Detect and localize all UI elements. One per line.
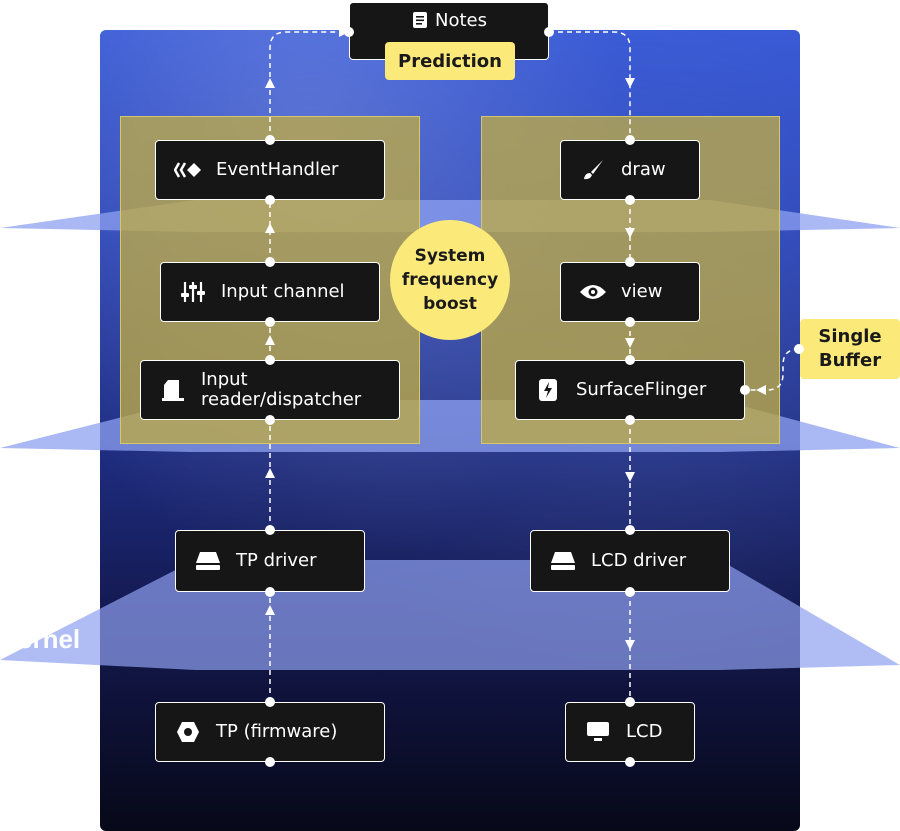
surface-flinger-label: SurfaceFlinger xyxy=(576,379,707,400)
arrow-up-3 xyxy=(265,335,275,345)
port-dot xyxy=(265,135,275,145)
input-channel-label: Input channel xyxy=(221,281,345,302)
framework-plane-label: K xyxy=(40,407,59,437)
port-dot xyxy=(740,385,750,395)
surface-flinger-node: SurfaceFlinger xyxy=(515,360,745,420)
lcd-driver-node: LCD driver xyxy=(530,530,730,592)
port-dot xyxy=(625,415,635,425)
tp-driver-label: TP driver xyxy=(236,550,317,571)
kernel-plane-label: ernel xyxy=(18,624,81,654)
single-buffer-label: Single Buffer xyxy=(818,326,882,371)
system-frequency-boost-badge: System frequency boost xyxy=(390,220,510,340)
wire-handler-notes xyxy=(269,31,349,140)
port-dot xyxy=(265,257,275,267)
lcd-label: LCD xyxy=(626,721,663,742)
driver-icon xyxy=(549,551,577,571)
port-dot xyxy=(265,415,275,425)
tp-firmware-node: TP (firmware) xyxy=(155,702,385,762)
tp-driver-node: TP driver xyxy=(175,530,365,592)
eye-icon xyxy=(579,283,607,301)
view-node: view xyxy=(560,262,700,322)
tp-firmware-label: TP (firmware) xyxy=(216,721,338,742)
port-dot xyxy=(265,355,275,365)
input-channel-node: Input channel xyxy=(160,262,380,322)
port-dot xyxy=(625,317,635,327)
wire-single-buffer xyxy=(745,348,800,391)
arrow-down-1 xyxy=(625,78,635,88)
arrow-down-4 xyxy=(625,472,635,482)
hex-nut-icon xyxy=(174,721,202,743)
port-dot xyxy=(265,587,275,597)
lcd-driver-label: LCD driver xyxy=(591,550,687,571)
port-dot xyxy=(625,257,635,267)
lightning-icon xyxy=(534,378,562,402)
port-dot xyxy=(625,757,635,767)
boost-label: System frequency boost xyxy=(401,246,499,314)
port-dot xyxy=(265,195,275,205)
notes-label: Notes xyxy=(435,10,487,31)
driver-icon xyxy=(194,551,222,571)
sliders-icon xyxy=(179,281,207,303)
input-reader-label: Input reader/dispatcher xyxy=(201,369,362,410)
port-dot xyxy=(625,525,635,535)
port-dot xyxy=(625,697,635,707)
port-dot xyxy=(344,27,354,37)
port-dot xyxy=(265,697,275,707)
port-dot xyxy=(625,195,635,205)
document-icon xyxy=(159,378,187,402)
view-label: view xyxy=(621,281,663,302)
port-dot xyxy=(265,757,275,767)
single-buffer-badge: Single Buffer xyxy=(800,319,900,379)
port-dot xyxy=(265,317,275,327)
arrow-up-1 xyxy=(265,605,275,615)
input-reader-node: Input reader/dispatcher xyxy=(140,360,400,420)
lcd-node: LCD xyxy=(565,702,695,762)
port-dot xyxy=(794,344,804,354)
port-dot xyxy=(625,355,635,365)
prediction-badge: Prediction xyxy=(385,42,515,80)
arrow-up-2 xyxy=(265,468,275,478)
port-dot xyxy=(265,525,275,535)
port-dot xyxy=(625,587,635,597)
arrow-up-4 xyxy=(265,223,275,233)
arrow-down-5 xyxy=(625,640,635,650)
draw-label: draw xyxy=(621,159,666,180)
brush-icon xyxy=(579,159,607,181)
event-handler-node: EventHandler xyxy=(155,140,385,200)
event-handler-label: EventHandler xyxy=(216,159,339,180)
arrow-up-5 xyxy=(265,78,275,88)
notes-icon xyxy=(411,11,429,29)
arrow-left-flinger xyxy=(756,385,766,395)
port-dot xyxy=(544,27,554,37)
arrow-down-2 xyxy=(625,228,635,238)
wire-notes-draw xyxy=(549,31,631,140)
arrow-down-3 xyxy=(625,338,635,348)
monitor-icon xyxy=(584,721,612,743)
port-dot xyxy=(625,135,635,145)
event-handler-icon xyxy=(174,162,202,178)
draw-node: draw xyxy=(560,140,700,200)
